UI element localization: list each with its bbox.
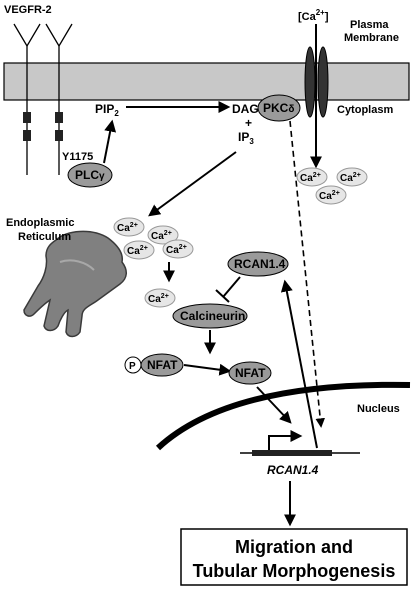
plasma-membrane <box>3 62 410 101</box>
ip3-label: IP3 <box>238 130 254 146</box>
phospho-nfat-label: NFAT <box>147 358 178 372</box>
outcome-line-1: Migration and <box>235 537 353 557</box>
transcription-start <box>268 430 303 450</box>
y1175-label: Y1175 <box>62 151 93 163</box>
plus-label: + <box>245 116 252 130</box>
nfat-node <box>228 361 272 385</box>
pkc-to-gene-dashed <box>289 120 325 428</box>
outcome-line-2: Tubular Morphogenesis <box>193 561 396 581</box>
vegfr2-receptor <box>13 23 73 175</box>
svg-text:Ca2+: Ca2+ <box>117 222 138 234</box>
pkc-delta-label: PKCδ <box>263 101 294 115</box>
calcineurin-node <box>172 303 248 329</box>
membrane-label: Membrane <box>344 32 399 44</box>
phospho-nfat-node <box>140 353 184 377</box>
gene-label: RCAN1.4 <box>267 463 319 477</box>
svg-text:Ca2+: Ca2+ <box>319 190 340 202</box>
calcium-channel <box>304 46 329 118</box>
nucleus-label: Nucleus <box>357 403 400 415</box>
arrow-plc-to-pip2 <box>103 119 117 164</box>
arrow-ip3-to-er <box>148 151 237 217</box>
arrow-nfat-dephosphorylation <box>183 363 232 376</box>
arrow-nfat-to-gene <box>256 386 292 424</box>
gene-body <box>252 450 332 456</box>
svg-text:Ca2+: Ca2+ <box>340 172 361 184</box>
rcan-protein-label: RCAN1.4 <box>234 257 286 271</box>
plc-gamma-node <box>67 162 113 188</box>
plc-gamma-label: PLCγ <box>75 168 105 182</box>
endoplasmic-reticulum <box>23 230 127 338</box>
calcineurin-calcium <box>144 288 176 308</box>
nfat-label: NFAT <box>235 366 266 380</box>
svg-text:Ca2+: Ca2+ <box>151 230 172 242</box>
nuclear-envelope <box>155 381 411 451</box>
pkc-delta-node <box>257 94 301 122</box>
er-calcium-cluster: Ca2+ Ca2+ Ca2+ Ca2+ <box>113 217 194 260</box>
cytoplasmic-calcium-cluster: Ca2+ Ca2+ Ca2+ <box>296 167 368 205</box>
receptor-label: VEGFR-2 <box>4 4 52 16</box>
arrow-gene-to-rcan <box>280 279 318 449</box>
pip2-label: PIP2 <box>95 102 119 118</box>
svg-text:Ca2+: Ca2+ <box>166 244 187 256</box>
er-label-2: Reticulum <box>18 231 71 243</box>
calcineurin-calcium-label: Ca2+ <box>148 293 169 305</box>
plasma-label: Plasma <box>350 19 389 31</box>
dag-label: DAG <box>232 102 259 116</box>
svg-text:Ca2+: Ca2+ <box>300 172 321 184</box>
outcome-box <box>180 528 408 586</box>
calcineurin-label: Calcineurin <box>180 309 245 323</box>
cytoplasm-label: Cytoplasm <box>337 104 393 116</box>
rcan-inhibition <box>215 276 241 303</box>
er-label-1: Endoplasmic <box>6 217 74 229</box>
er-fold-line <box>59 259 95 271</box>
receptor-kinase-domains <box>23 112 63 141</box>
rcan-protein-node <box>227 251 289 277</box>
svg-text:Ca2+: Ca2+ <box>127 245 148 257</box>
external-calcium-label: [Ca2+] <box>298 8 329 23</box>
phospho-label: P <box>129 361 136 372</box>
